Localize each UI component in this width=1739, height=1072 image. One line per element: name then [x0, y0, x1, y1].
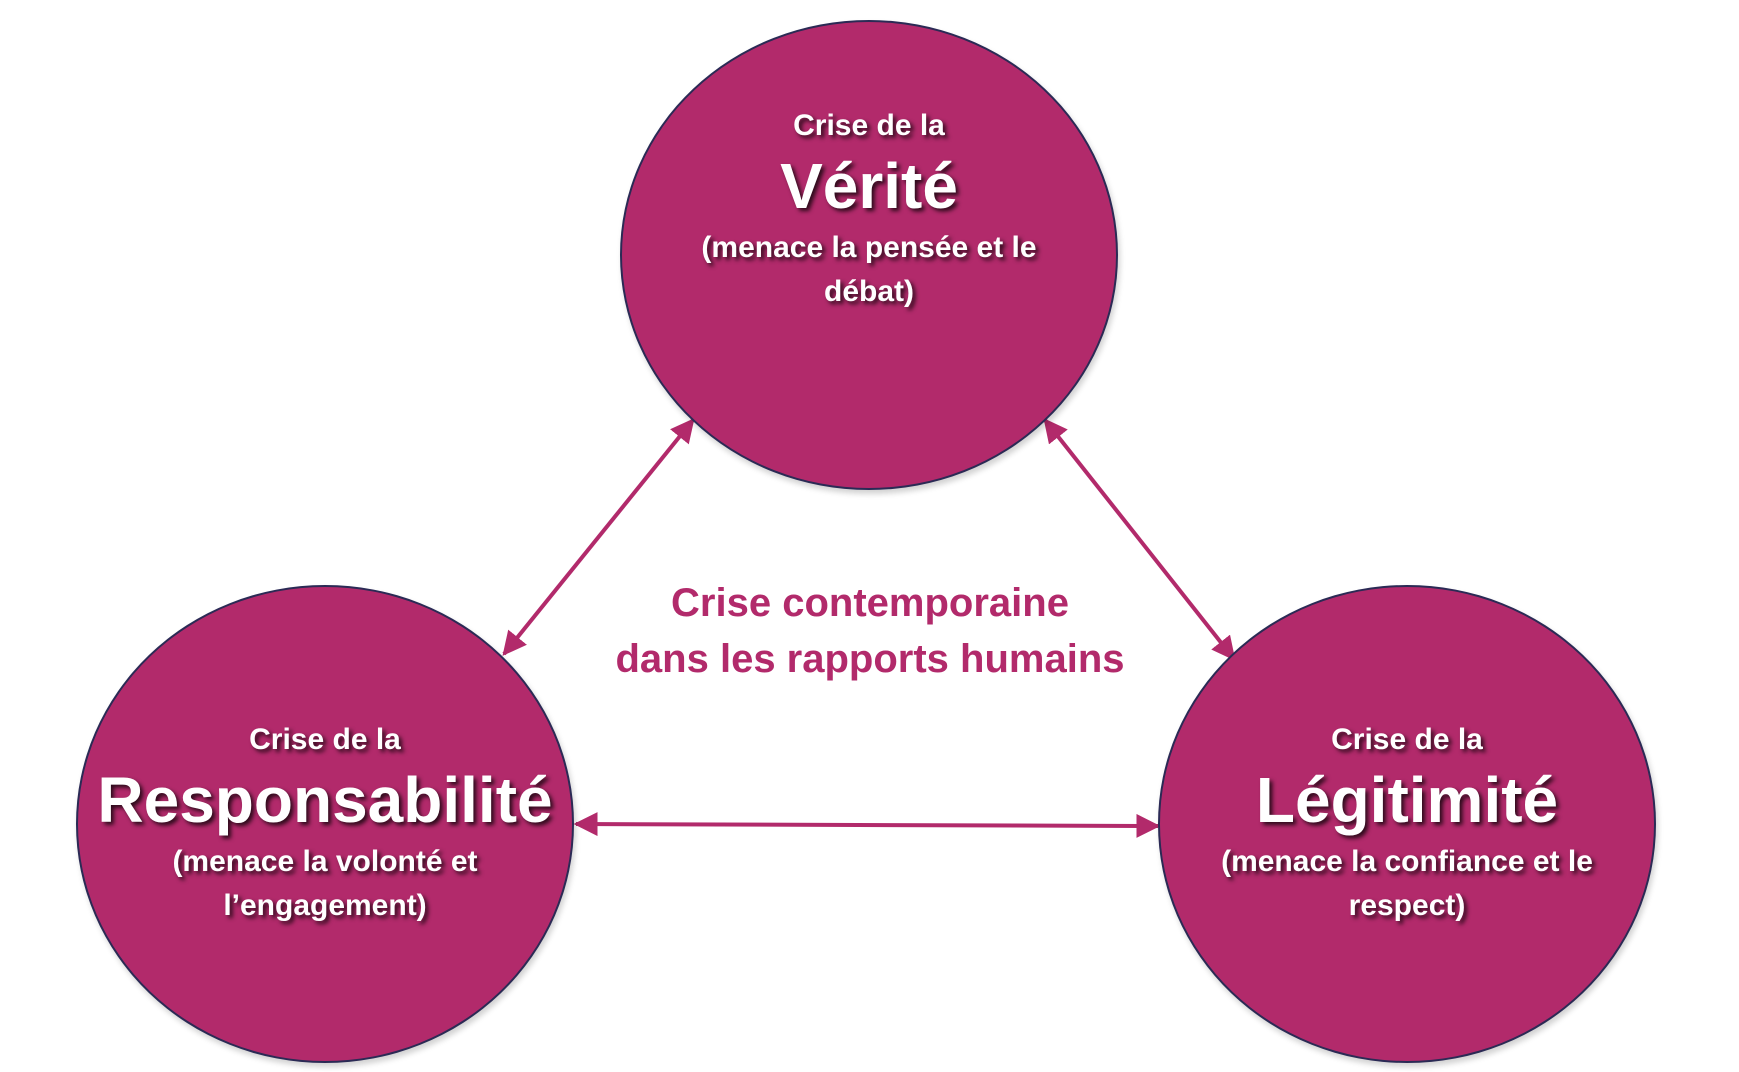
legitimite-title: Légitimité — [1255, 764, 1559, 836]
circle-responsabilite: Crise de la Responsabilité (menace la vo… — [76, 585, 574, 1063]
legitimite-subtitle: (menace la confiance et le respect) — [1221, 845, 1593, 922]
arrow-verite-legitimite — [1043, 418, 1236, 661]
arrow-verite-responsabilite — [502, 418, 695, 656]
arrow-responsabilite-legitimite — [573, 812, 1161, 838]
responsabilite-title: Responsabilité — [97, 764, 553, 836]
center-label: Crise contemporaine dans les rapports hu… — [570, 575, 1170, 687]
responsabilite-prefix: Crise de la — [249, 723, 401, 756]
responsabilite-subtitle: (menace la volonté et l’engagement) — [172, 845, 478, 922]
verite-prefix: Crise de la — [793, 109, 945, 142]
circle-verite: Crise de la Vérité (menace la pensée et … — [620, 20, 1118, 490]
center-label-line1: Crise contemporaine — [671, 581, 1069, 625]
verite-title: Vérité — [780, 150, 958, 222]
center-label-line2: dans les rapports humains — [615, 637, 1125, 681]
legitimite-prefix: Crise de la — [1331, 723, 1483, 756]
verite-subtitle: (menace la pensée et le débat) — [701, 231, 1037, 308]
circle-legitimite: Crise de la Légitimité (menace la confia… — [1158, 585, 1656, 1063]
